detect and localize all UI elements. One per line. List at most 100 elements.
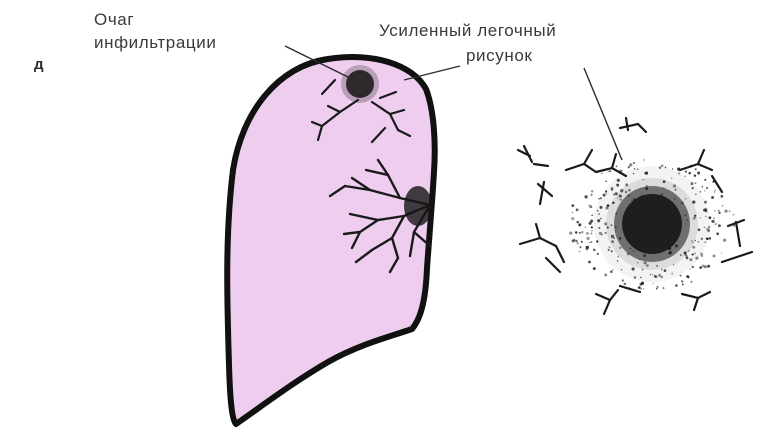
speckle-dot [590,232,592,234]
speckle-dot [692,242,694,244]
speckle-dot [621,269,622,270]
speckle-dot [685,198,686,199]
speckle-dot [661,269,663,271]
speckle-dot [597,253,599,255]
speckle-dot [642,269,644,271]
speckle-dot [572,204,575,207]
speckle-dot [655,275,658,278]
speckle-dot [637,262,638,263]
speckle-dot [610,271,612,273]
speckle-dot [652,274,653,275]
speckle-dot [659,167,661,169]
speckle-dot [608,246,610,248]
speckle-dot [601,173,602,174]
speckle-dot [733,214,735,216]
speckle-dot [585,248,588,251]
speckle-dot [604,222,607,225]
speckle-dot [607,204,610,207]
speckle-dot [597,219,600,222]
speckle-dot [663,180,666,183]
speckle-dot [573,239,576,242]
speckle-dot [606,193,607,194]
speckle-dot [633,173,634,174]
speckle-dot [578,223,581,226]
speckle-dot [619,237,621,239]
speckle-dot [589,205,592,208]
speckle-dot [680,275,682,277]
infiltration-focus-label-line-1: Очаг [94,10,134,29]
speckle-dot [644,261,647,264]
speckle-dot [585,195,588,198]
infiltration-focus-label-line-2: инфильтрации [94,33,216,52]
speckle-dot [608,171,610,173]
speckle-dot [646,185,648,187]
speckle-dot [694,174,696,176]
speckle-dot [684,252,687,255]
infiltration-focus [341,65,379,103]
speckle-dot [681,280,683,282]
speckle-dot [612,269,613,270]
speckle-dot [713,254,716,257]
speckle-dot [587,237,590,240]
speckle-dot [672,168,673,169]
speckle-dot [701,264,704,267]
speckle-dot [724,209,727,212]
speckle-dot [706,238,708,240]
speckle-dot [704,241,706,243]
speckle-dot [716,232,719,235]
speckle-dot [579,232,581,234]
speckle-dot [643,288,644,289]
speckle-dot [625,191,628,194]
speckle-dot [640,288,642,290]
speckle-dot [643,179,644,180]
speckle-dot [699,191,701,193]
speckle-dot [611,250,613,252]
speckle-dot [689,268,690,269]
speckle-dot [593,267,596,270]
speckle-dot [708,229,710,231]
speckle-dot [611,240,613,242]
speckle-dot [671,178,672,179]
speckle-dot [579,251,581,253]
speckle-dot [675,244,678,247]
speckle-dot [586,232,589,235]
speckle-dot [615,213,617,215]
speckle-dot [650,274,651,275]
speckle-dot [664,269,667,272]
speckle-dot [643,159,644,160]
speckle-dot [643,254,646,257]
speckle-dot [617,256,619,258]
speckle-dot [714,190,715,191]
speckle-dot [590,194,592,196]
speckle-dot [663,187,665,189]
speckle-dot [603,194,606,197]
speckle-dot [692,266,694,268]
speckle-dot [617,179,620,182]
speckle-dot [594,249,596,251]
speckle-dot [591,241,592,242]
speckle-dot [686,275,689,278]
speckle-dot [718,224,721,227]
speckle-dot [576,209,578,211]
speckle-dot [698,241,700,243]
speckle-dot [633,199,635,201]
speckle-dot [718,210,720,212]
speckle-dot [616,166,618,168]
speckle-dot [622,279,624,281]
speckle-dot [601,234,603,236]
speckle-dot [718,212,720,214]
speckle-dot [611,235,614,238]
speckle-dot [675,284,678,287]
speckle-dot [600,206,603,209]
speckle-dot [689,258,692,261]
speckle-dot [634,276,636,278]
speckle-dot [591,215,592,216]
speckle-dot [597,210,599,212]
speckle-dot [628,166,630,168]
speckle-dot [645,187,648,190]
speckle-dot [572,212,573,213]
speckle-dot [694,253,695,254]
speckle-dot [722,205,723,206]
speckle-dot [661,164,664,167]
speckle-dot [656,288,658,290]
